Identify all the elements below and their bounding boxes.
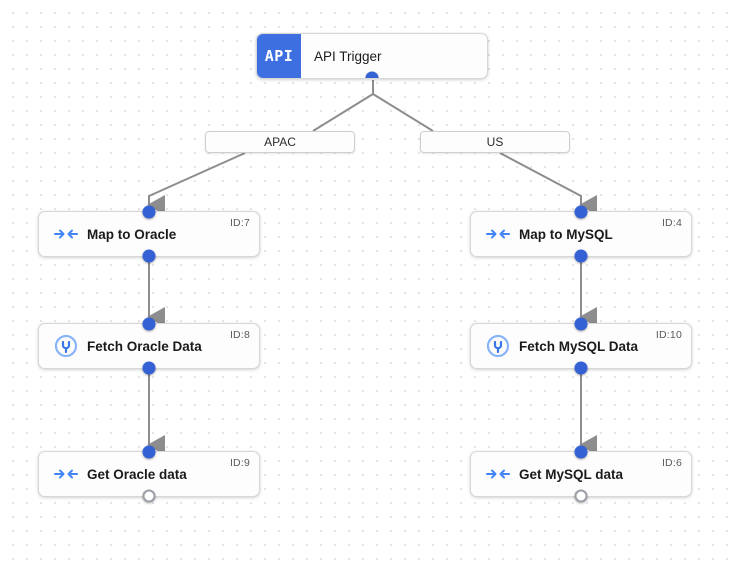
branch-label: APAC — [264, 135, 296, 149]
map-arrows-icon — [483, 466, 513, 482]
node-title: Get MySQL data — [519, 466, 624, 482]
node-map-to-oracle[interactable]: ID:7 Map to Oracle — [38, 205, 260, 263]
node-id-label: ID:10 — [655, 329, 682, 341]
node-get-mysql-data[interactable]: ID:6 Get MySQL data — [470, 445, 692, 503]
input-port[interactable] — [142, 445, 156, 459]
node-api-trigger[interactable]: API API Trigger — [256, 33, 488, 79]
node-id-label: ID:4 — [661, 217, 682, 229]
output-port[interactable] — [365, 71, 379, 78]
database-plug-icon — [51, 334, 81, 358]
input-port[interactable] — [142, 317, 156, 331]
node-id-label: ID:6 — [661, 457, 682, 469]
database-plug-icon — [483, 334, 513, 358]
input-port[interactable] — [574, 317, 588, 331]
node-title: API Trigger — [314, 48, 382, 64]
output-port[interactable] — [142, 361, 156, 375]
node-id-label: ID:9 — [229, 457, 250, 469]
map-arrows-icon — [51, 466, 81, 482]
node-fetch-mysql-data[interactable]: ID:10 Fetch MySQL Data — [470, 317, 692, 375]
node-title: Fetch Oracle Data — [87, 338, 202, 354]
node-title: Map to Oracle — [87, 226, 177, 242]
input-port[interactable] — [574, 445, 588, 459]
output-port[interactable] — [574, 249, 588, 263]
output-port[interactable] — [574, 489, 588, 503]
input-port[interactable] — [142, 205, 156, 219]
branch-condition-apac[interactable]: APAC — [205, 131, 355, 153]
node-map-to-mysql[interactable]: ID:4 Map to MySQL — [470, 205, 692, 263]
node-fetch-oracle-data[interactable]: ID:8 Fetch Oracle Data — [38, 317, 260, 375]
input-port[interactable] — [574, 205, 588, 219]
api-badge-icon: API — [257, 34, 301, 78]
branch-label: US — [486, 135, 504, 149]
node-id-label: ID:8 — [229, 329, 250, 341]
map-arrows-icon — [483, 226, 513, 242]
node-title: Fetch MySQL Data — [519, 338, 639, 354]
output-port[interactable] — [574, 361, 588, 375]
output-port[interactable] — [142, 489, 156, 503]
node-get-oracle-data[interactable]: ID:9 Get Oracle data — [38, 445, 260, 503]
node-title: Map to MySQL — [519, 226, 613, 242]
map-arrows-icon — [51, 226, 81, 242]
node-id-label: ID:7 — [229, 217, 250, 229]
node-title: Get Oracle data — [87, 466, 187, 482]
branch-condition-us[interactable]: US — [420, 131, 570, 153]
output-port[interactable] — [142, 249, 156, 263]
